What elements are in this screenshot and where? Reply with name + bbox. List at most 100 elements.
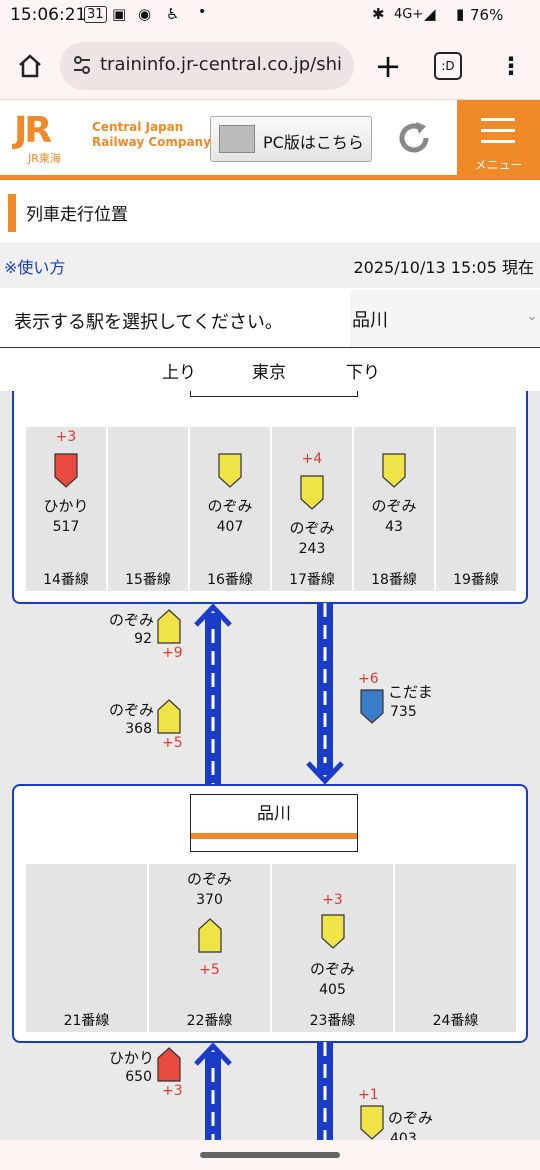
page-title-bar: 列車走行位置 xyxy=(0,186,540,240)
train-name: のぞみ xyxy=(388,1109,434,1127)
rails-segment-2 xyxy=(194,1042,333,1140)
platform-17番線[interactable]: 17番線 +4 のぞみ 243 xyxy=(272,427,352,591)
tab-switcher-icon[interactable]: :D xyxy=(434,52,462,80)
network-label: 4G+ xyxy=(394,7,424,22)
url-bar[interactable]: traininfo.jr-central.co.jp/shi xyxy=(60,42,354,90)
platform-18番線[interactable]: 18番線 のぞみ 43 xyxy=(354,427,434,591)
page-title: 列車走行位置 xyxy=(26,205,128,225)
platform-label: 21番線 xyxy=(63,1013,110,1029)
train-number: 405 xyxy=(319,982,346,998)
platform-label: 22番線 xyxy=(186,1013,233,1029)
train-number: 403 xyxy=(390,1131,417,1140)
platform-label: 16番線 xyxy=(207,572,253,588)
platform-label: 15番線 xyxy=(125,572,171,588)
reload-icon[interactable] xyxy=(394,118,434,158)
overflow-menu-icon[interactable]: ⋮ xyxy=(499,52,523,80)
hamburger-icon xyxy=(481,118,515,121)
delay-badge: +5 xyxy=(199,962,220,978)
train-icon[interactable] xyxy=(382,453,406,492)
train-name: ひかり xyxy=(43,497,89,515)
train-number: 243 xyxy=(298,541,326,557)
app-icon: ◉ xyxy=(138,5,152,23)
howto-link[interactable]: ※使い方 xyxy=(4,258,66,277)
update-timestamp: 2025/10/13 15:05 現在 xyxy=(353,258,534,277)
train-number: 368 xyxy=(125,721,152,737)
tv-icon: ▣ xyxy=(112,5,127,23)
train-name: のぞみ xyxy=(108,701,154,719)
train-name: のぞみ xyxy=(289,519,335,537)
train-icon[interactable] xyxy=(300,475,324,514)
site-settings-icon[interactable] xyxy=(72,54,92,80)
train-number: 92 xyxy=(134,631,152,647)
train-icon[interactable] xyxy=(157,1047,181,1086)
station-select[interactable]: 品川 ⌄ xyxy=(350,290,540,347)
train-name: のぞみ xyxy=(186,870,232,888)
bluetooth-icon: ✱ xyxy=(372,5,385,23)
platform-label: 14番線 xyxy=(43,572,89,588)
platform-21番線[interactable]: 21番線 xyxy=(26,864,147,1032)
jr-logo[interactable]: JR JR東海 xyxy=(14,110,61,165)
train-icon[interactable] xyxy=(157,609,181,648)
delay-badge: +9 xyxy=(162,645,183,661)
site-header: JR JR東海 Central Japan Railway Company PC… xyxy=(0,100,540,180)
train-name: こだま xyxy=(388,683,433,701)
delay-badge: +5 xyxy=(162,735,183,751)
delay-badge: +3 xyxy=(55,429,77,445)
station-name: 品川 xyxy=(257,804,291,824)
train-icon[interactable] xyxy=(197,918,222,957)
delay-badge: +3 xyxy=(322,892,343,908)
browser-toolbar: traininfo.jr-central.co.jp/shi + :D ⋮ xyxy=(0,32,540,100)
platform-16番線[interactable]: 16番線 のぞみ 407 xyxy=(190,427,270,591)
train-icon[interactable] xyxy=(157,699,181,738)
train-name: ひかり xyxy=(108,1049,154,1067)
train-number: 650 xyxy=(125,1069,152,1085)
direction-up: 上り xyxy=(162,363,196,383)
delay-badge: +4 xyxy=(301,451,323,467)
train-icon[interactable] xyxy=(218,453,242,492)
station-select-row: 表示する駅を選択してください。 品川 ⌄ xyxy=(0,290,540,348)
new-tab-icon[interactable]: + xyxy=(374,47,402,85)
train-name: のぞみ xyxy=(207,497,253,515)
pc-version-button[interactable]: PC版はこちら xyxy=(210,116,372,162)
menu-button[interactable]: メニュー xyxy=(457,100,540,175)
train-icon[interactable] xyxy=(320,914,345,953)
train-icon[interactable] xyxy=(360,1105,384,1140)
train-number: 735 xyxy=(390,704,417,720)
dot-icon: • xyxy=(198,4,207,20)
station-name-box xyxy=(190,391,358,397)
chevron-down-icon: ⌄ xyxy=(526,308,538,324)
station-name-box: 品川 xyxy=(190,794,358,852)
platform-19番線[interactable]: 19番線 xyxy=(436,427,516,591)
train-icon[interactable] xyxy=(360,689,384,728)
signal-icon: ◢ xyxy=(424,5,436,23)
selected-station: 品川 xyxy=(352,310,388,331)
platform-label: 18番線 xyxy=(371,572,417,588)
battery-icon: ▮ xyxy=(456,5,465,23)
platform-15番線[interactable]: 15番線 xyxy=(108,427,188,591)
train-name: のぞみ xyxy=(108,611,154,629)
select-prompt: 表示する駅を選択してください。 xyxy=(14,312,283,333)
train-name: のぞみ xyxy=(371,497,417,515)
delay-badge: +6 xyxy=(358,671,379,687)
home-indicator[interactable] xyxy=(200,1152,340,1158)
train-icon[interactable] xyxy=(54,453,78,492)
status-time: 15:06:21 xyxy=(10,5,87,25)
train-number: 43 xyxy=(385,519,403,535)
train-name: のぞみ xyxy=(309,960,355,978)
platform-label: 19番線 xyxy=(453,572,499,588)
home-icon[interactable] xyxy=(12,48,48,84)
pc-icon xyxy=(219,125,255,153)
train-number: 407 xyxy=(216,519,244,535)
platform-24番線[interactable]: 24番線 xyxy=(395,864,516,1032)
platform-label: 17番線 xyxy=(289,572,335,588)
status-bar: 15:06:21 31 ▣ ◉ ♿ • ✱ 4G+ ◢ ▮ 76% xyxy=(0,0,540,32)
direction-bar: 上り 東京 下り xyxy=(0,349,540,391)
platform-label: 24番線 xyxy=(432,1013,479,1029)
direction-down: 下り xyxy=(346,363,380,383)
